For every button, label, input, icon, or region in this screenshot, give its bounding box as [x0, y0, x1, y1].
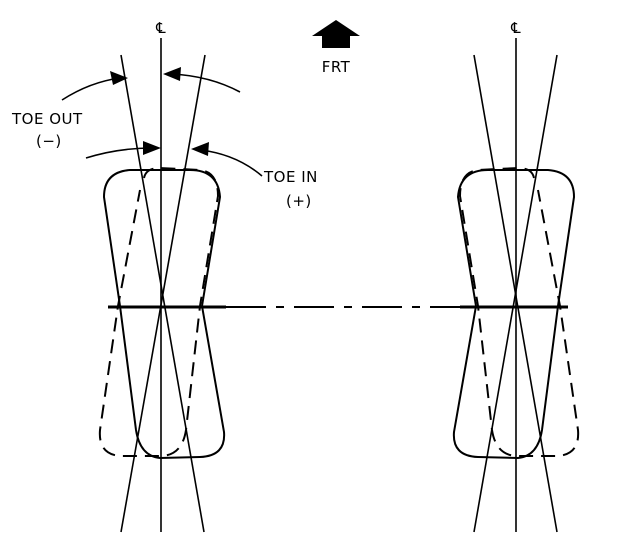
- left-centerline-symbol: ℄: [155, 19, 166, 37]
- toe-out-lower-arrow-icon: [143, 141, 161, 155]
- front-label: FRT: [322, 58, 351, 76]
- toe-out-arrow-right-icon: [163, 67, 181, 81]
- left-tire-solid-outline: [102, 169, 226, 460]
- right-tire-solid-outline: [452, 169, 576, 460]
- front-arrow-icon: [312, 20, 360, 48]
- right-centerline-symbol: ℄: [510, 19, 521, 37]
- toe-out-label: TOE OUT: [11, 110, 83, 128]
- toe-in-label: TOE IN: [263, 168, 318, 186]
- left-tire-dashed-outline: [98, 166, 220, 457]
- toe-out-arrow-left-icon: [110, 71, 128, 85]
- toe-in-annotation: [191, 142, 263, 177]
- toe-out-annotation: [61, 67, 241, 159]
- right-wheel-group: [452, 38, 580, 533]
- right-toe-in-line: [473, 54, 558, 533]
- left-wheel-group: [98, 38, 226, 533]
- right-tire-dashed-outline: [458, 166, 580, 457]
- toe-in-sign: (+): [286, 192, 312, 210]
- toe-in-arrow-icon: [191, 142, 209, 156]
- left-toe-in-line: [120, 54, 206, 533]
- toe-out-sign: (−): [36, 132, 62, 150]
